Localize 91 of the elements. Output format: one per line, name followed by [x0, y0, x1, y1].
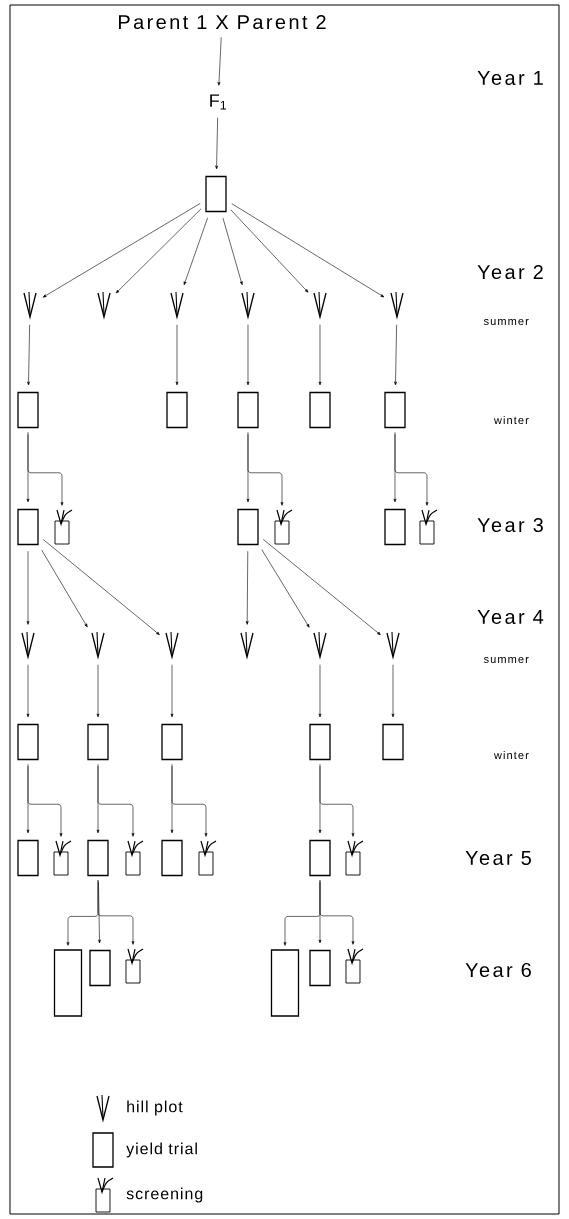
arrow	[222, 217, 243, 285]
yield-trial-box	[87, 839, 109, 877]
yield-trial-box	[53, 949, 83, 1017]
arrow	[171, 763, 208, 837]
arrow	[42, 203, 201, 298]
yield-trial-box	[237, 508, 259, 546]
yield-trial-box	[309, 391, 331, 429]
hill-plot-symbol	[170, 291, 184, 320]
year-label: Year 3	[477, 517, 543, 533]
season-label: summer	[483, 319, 529, 326]
arrow	[319, 763, 355, 837]
yield-trial-box	[270, 949, 300, 1017]
hill-plot-symbol	[21, 631, 35, 660]
year-label: Year 5	[465, 851, 531, 865]
arrow	[215, 117, 218, 170]
season-label: summer	[483, 657, 529, 664]
arrow	[175, 324, 179, 386]
screening-symbol	[419, 509, 438, 545]
arrow	[391, 664, 395, 718]
yield-trial-box	[17, 391, 39, 429]
arrow	[394, 431, 429, 506]
arrow	[41, 549, 88, 628]
hill-plot-symbol	[240, 631, 254, 660]
yield-trial-box	[87, 723, 109, 761]
yield-trial-box	[17, 839, 39, 877]
legend-label: yield trial	[126, 1142, 197, 1158]
arrow	[261, 549, 310, 628]
hill-plot-symbol	[91, 631, 105, 660]
screening-symbol	[274, 509, 293, 545]
yield-trial-box	[382, 723, 404, 761]
screening-symbol	[345, 948, 364, 984]
year-label: Year 2	[477, 264, 543, 280]
arrow	[231, 203, 385, 298]
hill-plot-symbol	[313, 631, 327, 660]
arrow	[26, 664, 30, 718]
arrow	[43, 539, 160, 636]
screening-symbol	[125, 948, 144, 984]
screening-symbol	[345, 840, 364, 876]
arrow	[318, 324, 322, 386]
arrow	[170, 664, 174, 718]
arrow	[27, 763, 63, 837]
yield-trial-box	[166, 391, 188, 429]
screening-symbol	[53, 840, 72, 876]
cross-label: Parent 1 X Parent 2	[119, 14, 326, 30]
arrow	[217, 37, 222, 86]
hill-plot-symbol	[313, 291, 327, 320]
screening-symbol	[54, 509, 73, 545]
arrow	[26, 550, 30, 625]
hill-plot-symbol	[386, 631, 400, 660]
hill-plot-symbol	[390, 291, 404, 320]
year-label: Year 6	[465, 962, 531, 978]
arrow	[97, 879, 135, 945]
yield-trial-box	[17, 508, 39, 546]
year-label: Year 4	[477, 610, 544, 624]
season-label: winter	[493, 416, 529, 425]
arrow	[183, 217, 208, 286]
legend-label: screening	[126, 1187, 203, 1203]
arrow	[27, 431, 64, 506]
arrow	[394, 324, 397, 386]
yield-trial-box	[205, 175, 227, 213]
screening-symbol	[198, 840, 217, 876]
yield-trial-box	[384, 508, 406, 546]
arrow	[115, 208, 202, 294]
legend-label: hill plot	[127, 1100, 183, 1116]
yield-trial-box	[89, 949, 111, 987]
arrow	[245, 550, 249, 625]
yield-trial-box	[384, 391, 406, 429]
year-label: Year 1	[477, 71, 543, 85]
yield-trial-box	[161, 723, 183, 761]
yield-trial-box	[309, 949, 331, 987]
hill-plot-symbol	[23, 291, 37, 320]
hill-plot-symbol	[97, 291, 111, 320]
arrow	[97, 763, 135, 837]
arrow	[318, 664, 322, 718]
arrow	[247, 431, 284, 506]
yield-trial-box	[17, 723, 39, 761]
yield-trial-box	[309, 723, 331, 761]
season-label: winter	[493, 750, 529, 760]
arrow	[96, 664, 100, 718]
arrow	[230, 209, 309, 293]
hill-plot-symbol	[241, 291, 255, 320]
yield-trial-box	[237, 391, 259, 429]
generation-label: F$_{1}$	[210, 94, 227, 110]
arrow	[27, 324, 30, 386]
arrow	[263, 539, 381, 636]
arrow	[319, 879, 355, 945]
hill-plot-symbol	[165, 631, 179, 660]
screening-symbol	[125, 840, 144, 876]
yield-trial-box	[309, 839, 331, 877]
yield-trial-box	[161, 839, 183, 877]
arrow	[246, 324, 250, 386]
